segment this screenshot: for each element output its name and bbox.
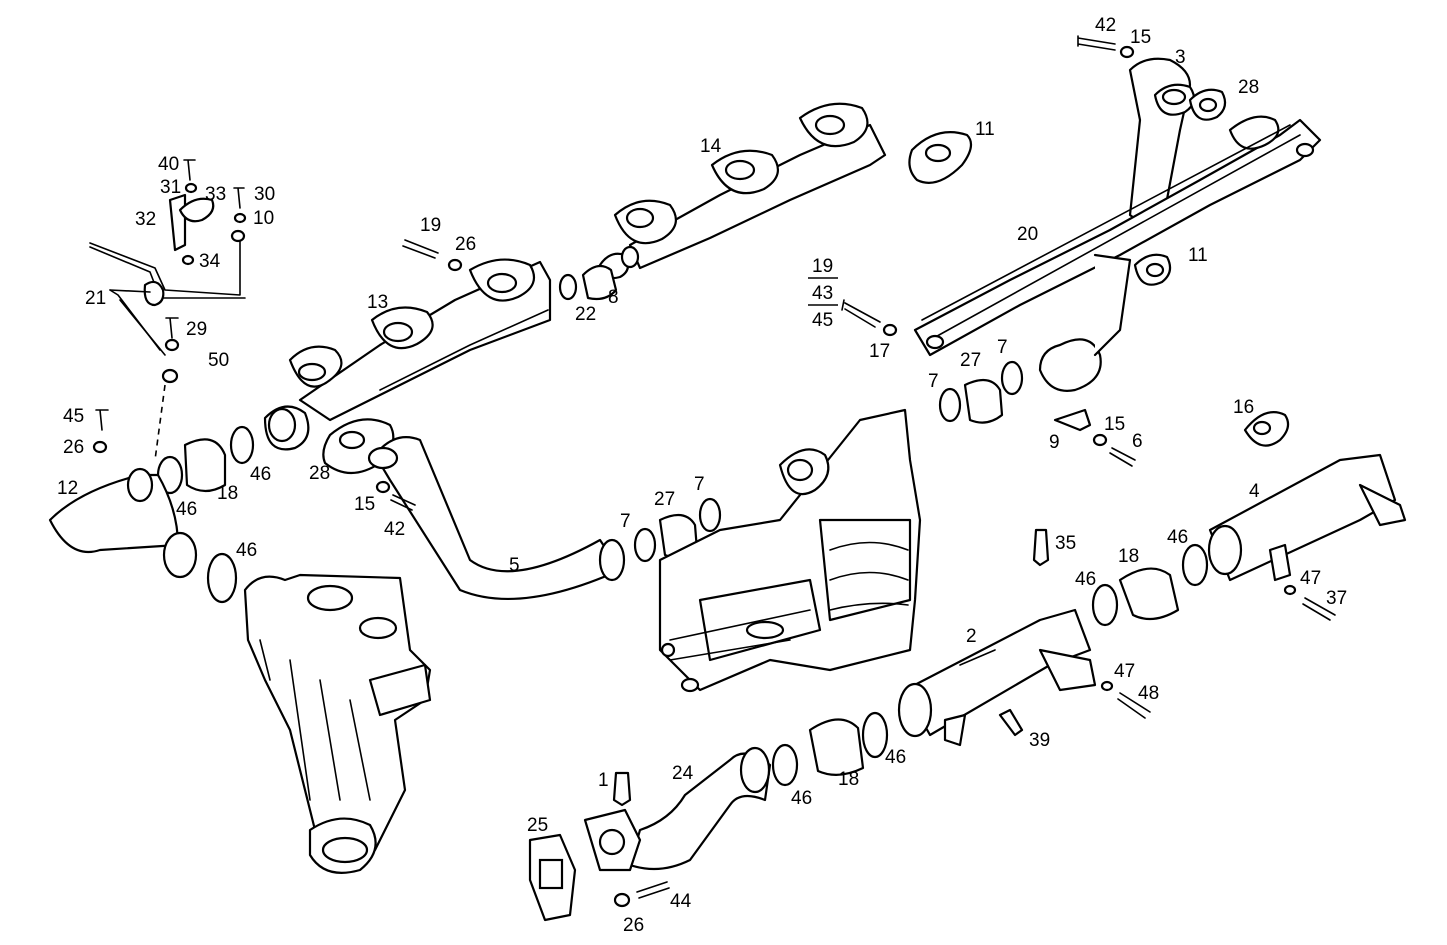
bellows-18-l xyxy=(183,438,227,493)
label-15a: 15 xyxy=(1130,27,1151,48)
label-46c: 46 xyxy=(236,540,257,561)
label-27a: 27 xyxy=(960,350,981,371)
engine-block xyxy=(658,408,922,693)
label-47b: 47 xyxy=(1114,661,1135,682)
label-1: 1 xyxy=(598,770,609,791)
ring-7-ur xyxy=(938,387,962,423)
label-42a: 42 xyxy=(1095,15,1116,36)
label-46b: 46 xyxy=(250,464,271,485)
ring-46-l3 xyxy=(206,552,238,604)
sleeve-8 xyxy=(581,264,618,301)
label-26c: 26 xyxy=(623,915,644,936)
label-46h: 46 xyxy=(885,747,906,768)
label-46g: 46 xyxy=(791,788,812,809)
pipe-4 xyxy=(1208,453,1397,582)
label-39: 39 xyxy=(1029,730,1050,751)
label-29: 29 xyxy=(186,319,207,340)
label-45b: 45 xyxy=(812,310,833,331)
label-33: 33 xyxy=(205,184,226,205)
label-26a: 26 xyxy=(455,234,476,255)
manifold-14 xyxy=(598,102,887,280)
label-14: 14 xyxy=(700,136,722,157)
pipe-24 xyxy=(628,752,772,871)
label-19a: 19 xyxy=(420,215,441,236)
label-24: 24 xyxy=(672,763,694,784)
label-3: 3 xyxy=(1175,47,1186,68)
label-47a: 47 xyxy=(1300,568,1321,589)
label-32: 32 xyxy=(135,209,156,230)
label-7a: 7 xyxy=(997,337,1008,358)
label-31: 31 xyxy=(160,177,181,198)
label-25: 25 xyxy=(527,815,548,836)
label-4: 4 xyxy=(1249,481,1260,502)
ring-46-l2 xyxy=(229,425,255,465)
label-18a: 18 xyxy=(217,483,238,504)
bellows-27-ur xyxy=(963,378,1004,424)
label-12: 12 xyxy=(57,478,78,499)
label-37: 37 xyxy=(1326,588,1347,609)
label-8: 8 xyxy=(608,287,619,308)
label-28b: 28 xyxy=(309,463,330,484)
label-2: 2 xyxy=(966,626,977,647)
label-15b: 15 xyxy=(354,494,375,515)
label-46f: 46 xyxy=(1167,527,1188,548)
label-27b: 27 xyxy=(654,489,675,510)
label-50: 50 xyxy=(208,350,229,371)
label-18b: 18 xyxy=(1118,546,1139,567)
label-48: 48 xyxy=(1138,683,1159,704)
ring-22 xyxy=(558,273,578,301)
label-7d: 7 xyxy=(694,474,705,495)
pipe-2 xyxy=(903,608,1092,737)
label-42b: 42 xyxy=(384,519,405,540)
plug-35 xyxy=(1032,528,1050,567)
label-21: 21 xyxy=(85,288,106,309)
label-11a: 11 xyxy=(975,119,995,140)
label-9: 9 xyxy=(1049,432,1060,453)
housing xyxy=(243,573,432,874)
label-35: 35 xyxy=(1055,533,1076,554)
manifold-13 xyxy=(263,258,552,451)
label-34: 34 xyxy=(199,251,221,272)
label-46a: 46 xyxy=(176,499,197,520)
label-10: 10 xyxy=(253,208,274,229)
label-43: 43 xyxy=(812,283,833,304)
label-13: 13 xyxy=(367,292,388,313)
label-18c: 18 xyxy=(838,769,859,790)
label-26b: 26 xyxy=(63,437,84,458)
label-5: 5 xyxy=(509,555,520,576)
label-17: 17 xyxy=(869,341,890,362)
label-7c: 7 xyxy=(620,511,631,532)
pipe-5 xyxy=(373,436,622,601)
label-40: 40 xyxy=(158,154,179,175)
label-11b: 11 xyxy=(1188,245,1208,266)
label-45a: 45 xyxy=(63,406,84,427)
label-7b: 7 xyxy=(928,371,939,392)
ring-7-ur2 xyxy=(1000,360,1024,396)
label-16: 16 xyxy=(1233,397,1254,418)
label-20: 20 xyxy=(1017,224,1038,245)
label-30: 30 xyxy=(254,184,275,205)
manifold-20 xyxy=(913,57,1322,392)
label-15c: 15 xyxy=(1104,414,1125,435)
label-44: 44 xyxy=(670,891,692,912)
label-22: 22 xyxy=(575,304,596,325)
label-28a: 28 xyxy=(1238,77,1259,98)
label-6: 6 xyxy=(1132,431,1143,452)
label-19b: 19 xyxy=(812,256,833,277)
part-labels: 42 15 3 28 11 14 40 31 33 30 32 10 34 19… xyxy=(57,15,1347,936)
label-46e: 46 xyxy=(1075,569,1096,590)
plug-39 xyxy=(998,708,1024,737)
